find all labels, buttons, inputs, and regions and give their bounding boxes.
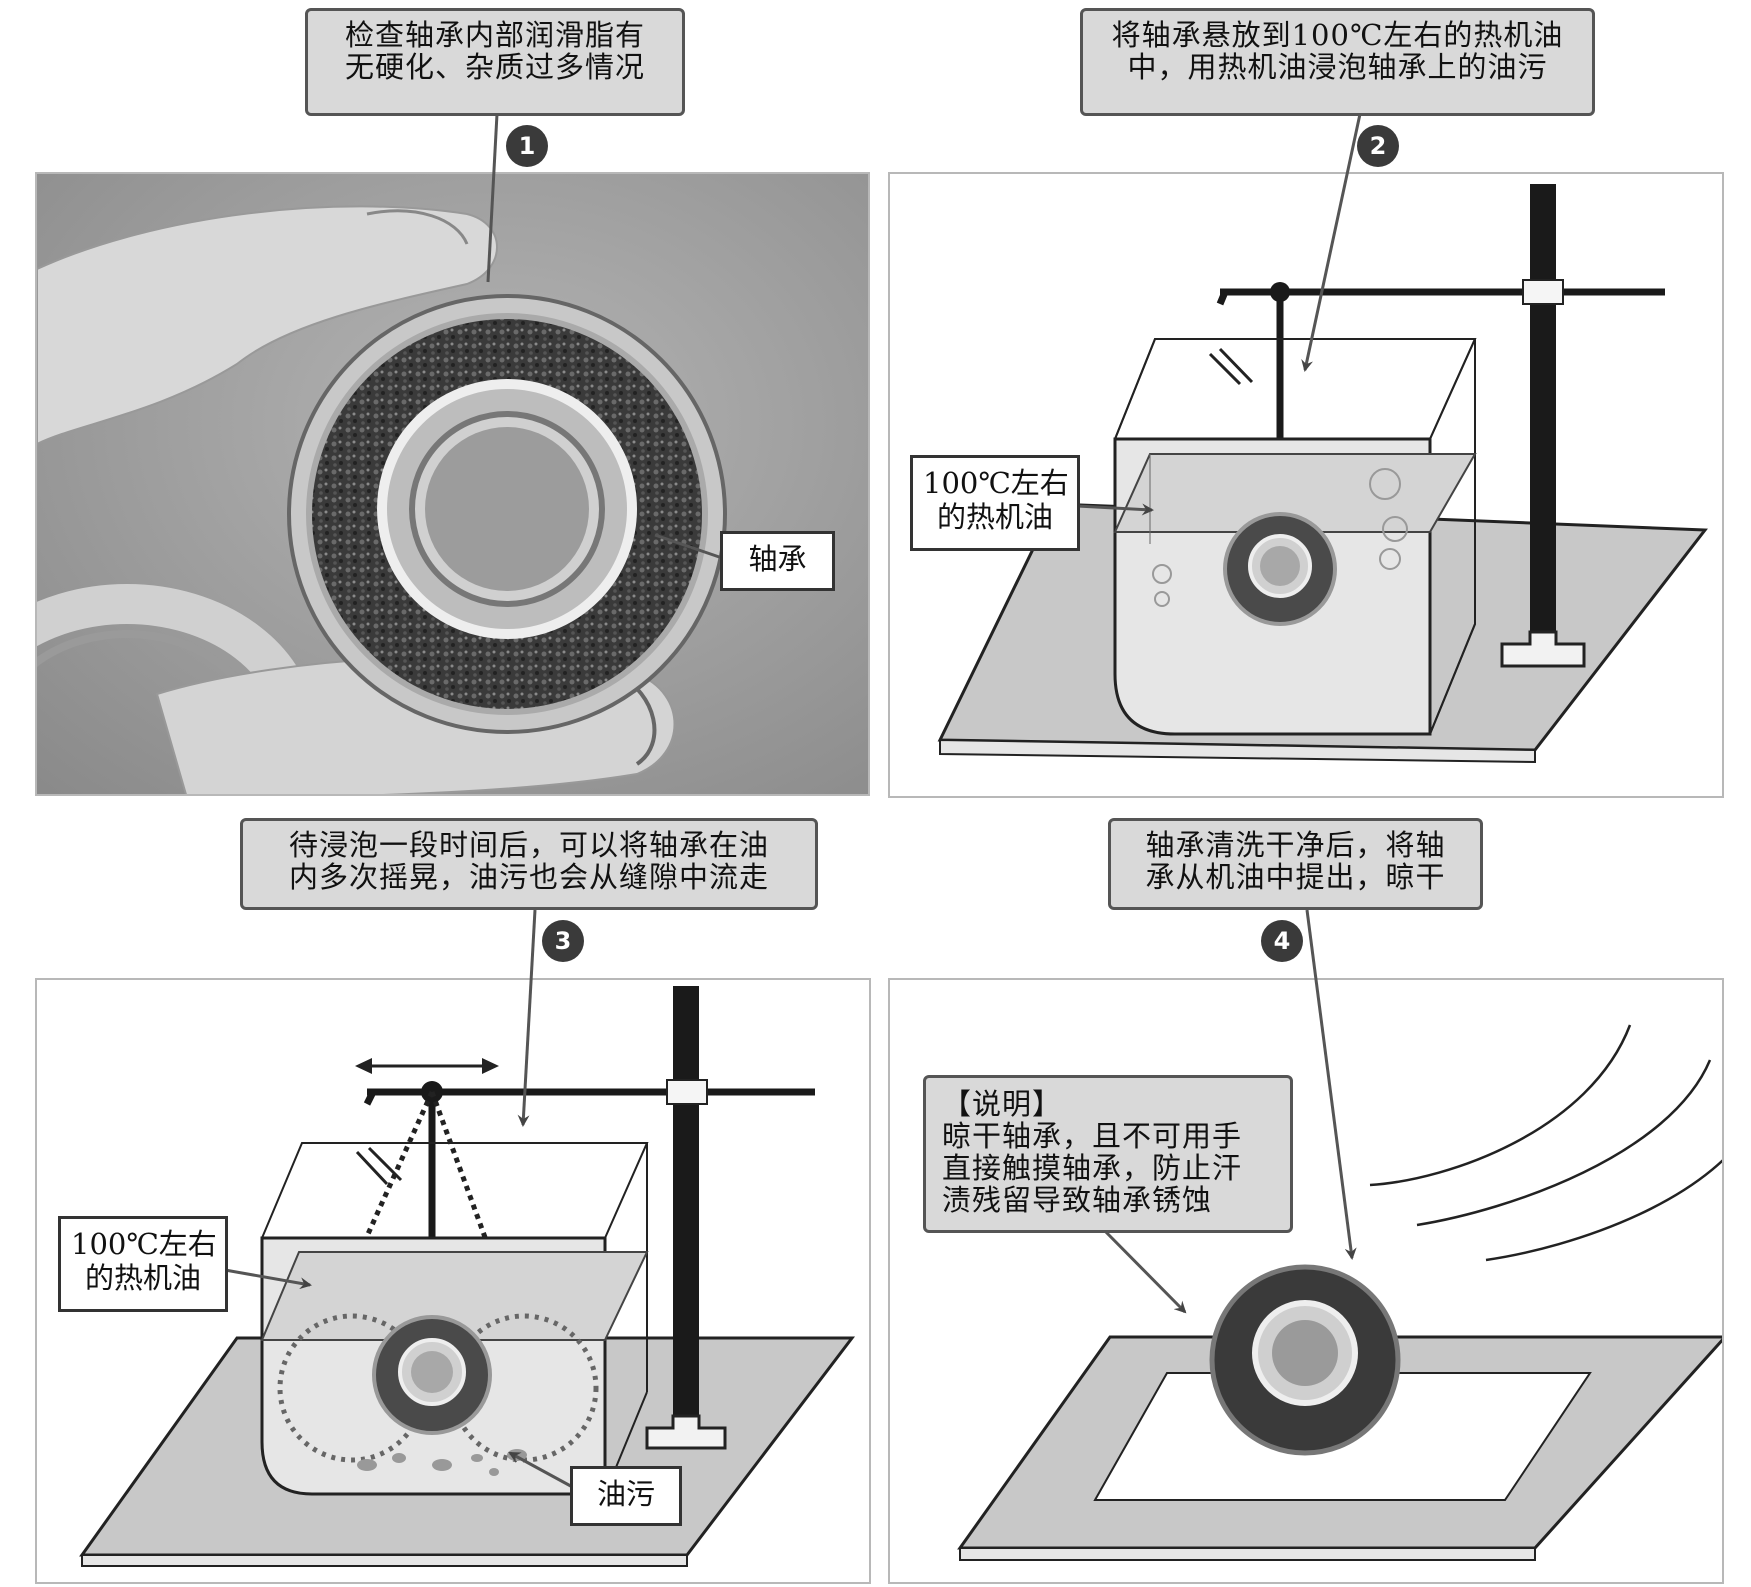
bearing-label: 轴承: [720, 531, 835, 591]
step3-caption-line2: 内多次摇晃，油污也会从缝隙中流走: [288, 860, 769, 894]
step2-caption-line1: 将轴承悬放到100℃左右的热机油: [1111, 18, 1564, 52]
hot-oil-label-step2-line2: 的热机油: [936, 500, 1053, 534]
step4-caption-line1: 轴承清洗干净后，将轴: [1145, 828, 1446, 862]
hot-oil-label-step2: 100℃左右 的热机油: [910, 455, 1080, 551]
step4-caption: 轴承清洗干净后，将轴 承从机油中提出，晾干: [1108, 818, 1483, 910]
step2-caption: 将轴承悬放到100℃左右的热机油 中，用热机油浸泡轴承上的油污: [1080, 8, 1595, 116]
step3-caption-line1: 待浸泡一段时间后，可以将轴承在油: [288, 828, 769, 862]
step4-caption-line2: 承从机油中提出，晾干: [1145, 860, 1446, 894]
note-heading: 【说明】: [942, 1087, 1063, 1121]
note-line1: 晾干轴承，且不可用手: [942, 1119, 1243, 1153]
hot-oil-label-step2-line1: 100℃左右: [923, 466, 1069, 500]
step3-number-badge: 3: [542, 920, 584, 962]
step1-caption: 检查轴承内部润滑脂有 无硬化、杂质过多情况: [305, 8, 685, 116]
bearing-photo: [37, 174, 868, 794]
step1-number-badge: 1: [506, 125, 548, 167]
stand-pole: [673, 986, 699, 1431]
step2-number-badge: 2: [1357, 125, 1399, 167]
step4-illustration: [957, 1024, 1722, 1561]
step1-caption-line1: 检查轴承内部润滑脂有: [344, 18, 645, 52]
note-box: 【说明】 晾干轴承，且不可用手 直接触摸轴承，防止汗 渍残留导致轴承锈蚀: [923, 1075, 1293, 1233]
step2-illustration: [937, 184, 1708, 764]
hot-oil-label-step3-line1: 100℃左右: [71, 1227, 217, 1261]
oil-stain-label: 油污: [570, 1466, 682, 1526]
step1-caption-line2: 无硬化、杂质过多情况: [344, 50, 645, 84]
hot-oil-label-step3: 100℃左右 的热机油: [58, 1216, 228, 1312]
step1-panel: [35, 172, 870, 796]
step4-panel: [888, 978, 1724, 1584]
step2-caption-line2: 中，用热机油浸泡轴承上的油污: [1127, 50, 1548, 84]
hot-oil-label-step3-line2: 的热机油: [84, 1261, 201, 1295]
step4-number-badge: 4: [1261, 920, 1303, 962]
note-line2: 直接触摸轴承，防止汗: [942, 1151, 1243, 1185]
stand-pole: [1530, 184, 1556, 639]
note-line3: 渍残留导致轴承锈蚀: [942, 1183, 1213, 1217]
step3-caption: 待浸泡一段时间后，可以将轴承在油 内多次摇晃，油污也会从缝隙中流走: [240, 818, 818, 910]
